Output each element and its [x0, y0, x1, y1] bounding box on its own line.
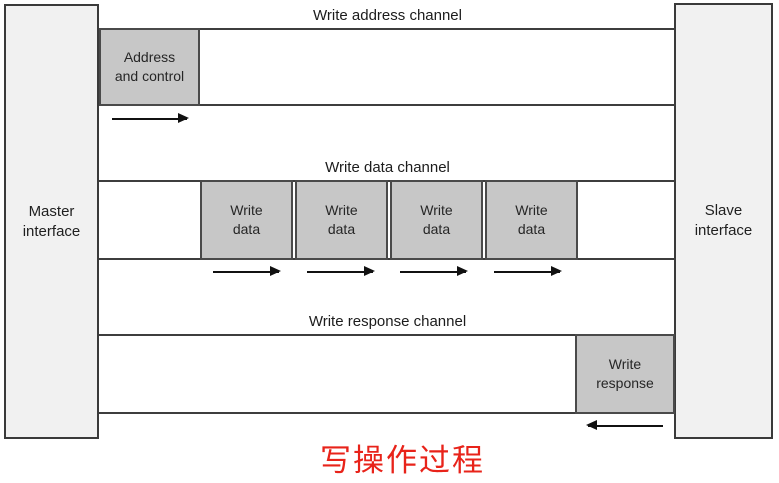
write-data-box: Write data — [295, 180, 388, 260]
write-data-channel-title: Write data channel — [325, 159, 450, 176]
arrow-left-icon — [586, 420, 663, 430]
caption-text: 写操作过程 — [320, 443, 485, 478]
address-and-control-box: Address and control — [99, 28, 200, 106]
write-data-label: Write data — [420, 202, 453, 237]
write-address-channel-band — [99, 28, 676, 106]
arrow-right-icon — [400, 266, 468, 276]
write-response-label: Write response — [596, 356, 654, 391]
write-data-label: Write data — [325, 202, 358, 237]
arrow-right-icon — [307, 266, 375, 276]
arrow-right-icon — [494, 266, 562, 276]
write-address-channel-title: Write address channel — [313, 7, 462, 24]
slave-interface-box: Slave interface — [674, 3, 773, 439]
address-and-control-label: Address and control — [114, 49, 185, 84]
master-interface-box: Master interface — [4, 4, 99, 439]
write-data-box: Write data — [200, 180, 293, 260]
write-data-label: Write data — [515, 202, 548, 237]
write-response-channel-title: Write response channel — [308, 313, 467, 330]
write-data-box: Write data — [485, 180, 578, 260]
write-data-label: Write data — [230, 202, 263, 237]
write-response-box: Write response — [575, 334, 675, 414]
write-data-box: Write data — [390, 180, 483, 260]
slave-interface-label: Slave interface — [694, 202, 753, 239]
arrow-right-icon — [112, 113, 189, 123]
write-response-channel-band — [99, 334, 676, 414]
master-interface-label: Master interface — [22, 202, 81, 240]
arrow-right-icon — [213, 266, 281, 276]
